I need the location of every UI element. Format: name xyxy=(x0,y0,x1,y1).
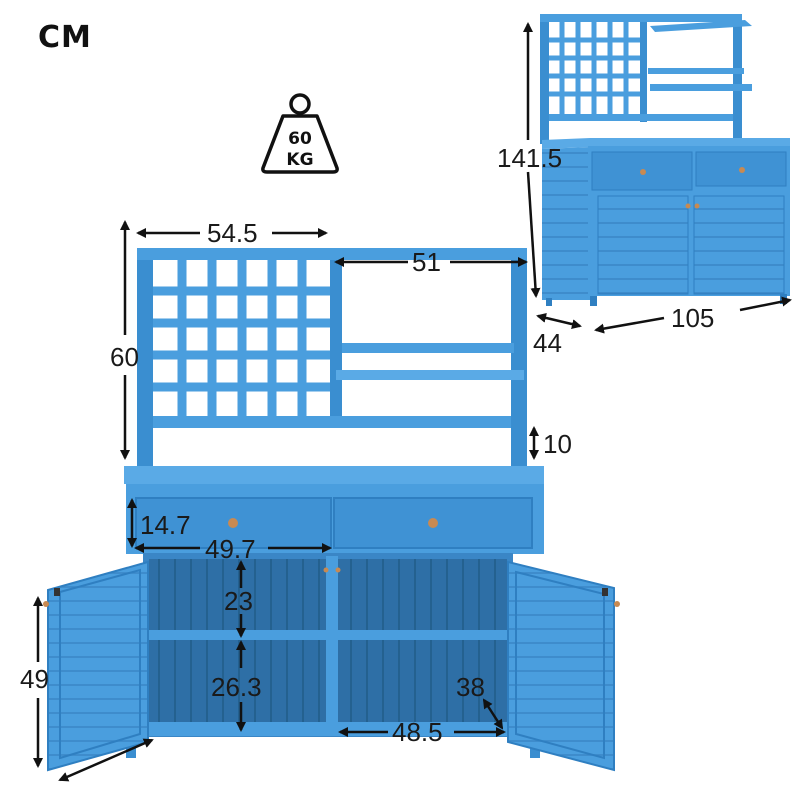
drawer-height-label: 14.7 xyxy=(140,510,191,540)
drawer-width-label: 49.7 xyxy=(205,534,256,564)
unit-label: CM xyxy=(38,20,92,55)
small-view-bench xyxy=(540,14,790,306)
main-bench xyxy=(43,248,620,772)
trellis-width-label: 54.5 xyxy=(207,218,258,248)
small-view-dimensions xyxy=(523,22,792,334)
weight-value: 60 xyxy=(288,129,312,149)
weight-unit: KG xyxy=(286,150,313,170)
hutch-height-label: 60 xyxy=(110,342,139,372)
total-height-label: 141.5 xyxy=(497,143,562,173)
shelf-gap-label: 10 xyxy=(543,429,572,459)
weight-icon: 60 KG xyxy=(261,93,339,174)
total-depth-label: 44 xyxy=(533,328,562,358)
lower-cabinet-height-label: 26.3 xyxy=(211,672,262,702)
door-depth-label: 38 xyxy=(456,672,485,702)
total-width-label: 105 xyxy=(671,303,714,333)
main-dimensions xyxy=(33,220,539,782)
door-height-label: 49 xyxy=(20,664,49,694)
shelf-width-label: 51 xyxy=(412,247,441,277)
upper-cabinet-height-label: 23 xyxy=(224,586,253,616)
cabinet-inner-width-label: 48.5 xyxy=(392,717,443,747)
